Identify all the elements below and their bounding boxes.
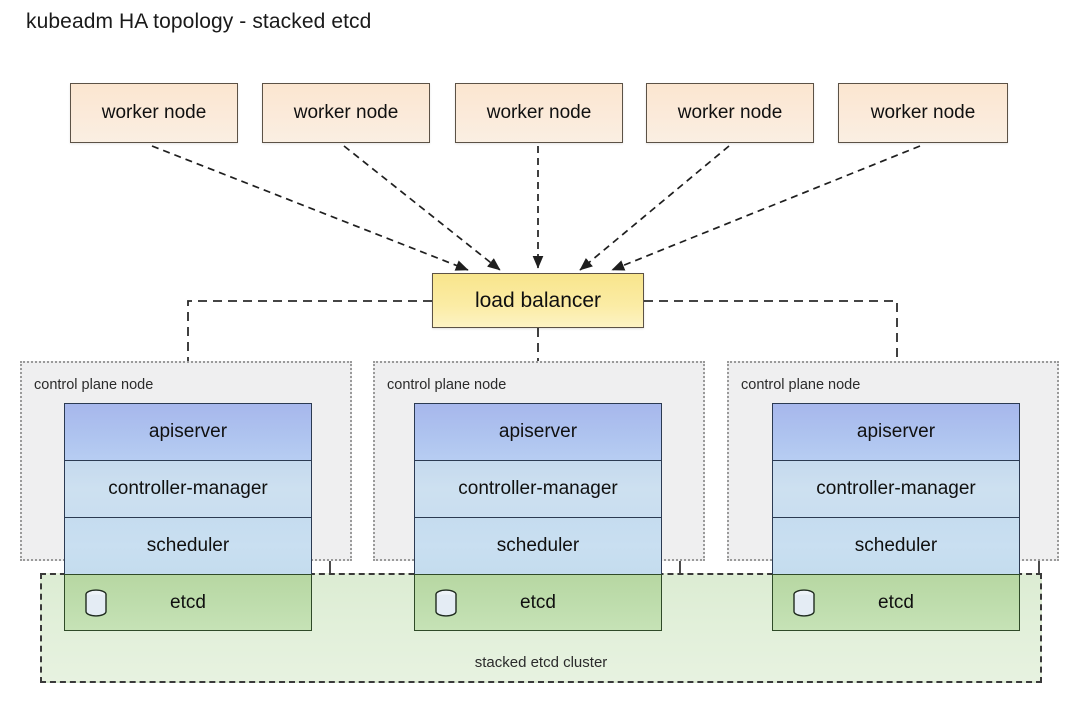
worker-node-label: worker node — [486, 102, 592, 123]
page-title: kubeadm HA topology - stacked etcd — [26, 10, 372, 33]
controller-manager-box-3[interactable]: controller-manager — [772, 460, 1020, 517]
component-stack-3: apiserver controller-manager scheduler e… — [772, 403, 1020, 631]
worker-node-3[interactable]: worker node — [455, 83, 623, 143]
apiserver-label: apiserver — [148, 421, 228, 442]
database-cylinder-icon — [793, 588, 815, 617]
apiserver-label: apiserver — [856, 421, 936, 442]
worker-node-label: worker node — [101, 102, 207, 123]
etcd-box-1[interactable]: etcd — [64, 574, 312, 631]
scheduler-label: scheduler — [146, 535, 230, 556]
scheduler-label: scheduler — [496, 535, 580, 556]
control-plane-node-label: control plane node — [387, 377, 507, 393]
stacked-etcd-cluster-label: stacked etcd cluster — [474, 654, 608, 671]
controller-manager-box-1[interactable]: controller-manager — [64, 460, 312, 517]
controller-manager-label: controller-manager — [108, 478, 268, 499]
scheduler-box-2[interactable]: scheduler — [414, 517, 662, 574]
etcd-box-2[interactable]: etcd — [414, 574, 662, 631]
worker-node-label: worker node — [293, 102, 399, 123]
controller-manager-label: controller-manager — [816, 478, 976, 499]
apiserver-box-3[interactable]: apiserver — [772, 403, 1020, 460]
database-cylinder-icon — [435, 588, 457, 617]
worker-node-5[interactable]: worker node — [838, 83, 1008, 143]
scheduler-label: scheduler — [854, 535, 938, 556]
worker-to-lb-arrows — [151, 145, 921, 271]
etcd-box-3[interactable]: etcd — [772, 574, 1020, 631]
worker-node-label: worker node — [870, 102, 976, 123]
scheduler-box-1[interactable]: scheduler — [64, 517, 312, 574]
worker-to-lb-arrow-2 — [343, 145, 501, 271]
load-balancer-label: load balancer — [474, 288, 602, 312]
worker-to-lb-arrow-4 — [579, 145, 730, 271]
worker-to-lb-arrow-5 — [611, 145, 921, 271]
apiserver-box-2[interactable]: apiserver — [414, 403, 662, 460]
scheduler-box-3[interactable]: scheduler — [772, 517, 1020, 574]
component-stack-1: apiserver controller-manager scheduler e… — [64, 403, 312, 631]
apiserver-label: apiserver — [498, 421, 578, 442]
etcd-label: etcd — [170, 591, 206, 613]
control-plane-node-label: control plane node — [34, 377, 154, 393]
database-cylinder-icon — [85, 588, 107, 617]
controller-manager-box-2[interactable]: controller-manager — [414, 460, 662, 517]
worker-node-2[interactable]: worker node — [262, 83, 430, 143]
worker-node-label: worker node — [677, 102, 783, 123]
load-balancer-node[interactable]: load balancer — [432, 273, 644, 328]
worker-node-1[interactable]: worker node — [70, 83, 238, 143]
control-plane-node-label: control plane node — [741, 377, 861, 393]
controller-manager-label: controller-manager — [458, 478, 618, 499]
worker-to-lb-arrow-1 — [151, 145, 469, 271]
component-stack-2: apiserver controller-manager scheduler e… — [414, 403, 662, 631]
etcd-label: etcd — [878, 591, 914, 613]
worker-node-4[interactable]: worker node — [646, 83, 814, 143]
apiserver-box-1[interactable]: apiserver — [64, 403, 312, 460]
etcd-label: etcd — [520, 591, 556, 613]
